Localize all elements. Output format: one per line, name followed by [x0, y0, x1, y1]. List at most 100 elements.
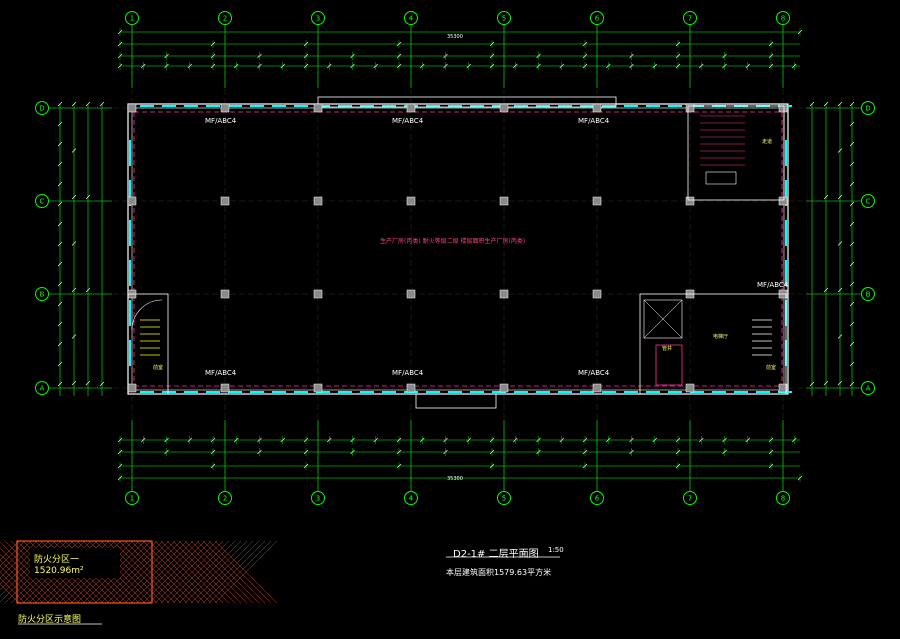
fire-zone-legend-box — [0, 540, 560, 625]
grid-bubble — [590, 491, 604, 505]
structural-column — [592, 383, 602, 393]
legend-hatch — [130, 540, 194, 604]
legend-hatch — [118, 540, 182, 604]
dimension-tick — [823, 194, 829, 200]
door-swing — [131, 299, 163, 331]
exterior-walls — [127, 96, 792, 409]
entrance-recess — [415, 393, 497, 409]
structural-column — [220, 103, 230, 113]
bottom-dimension-lines — [117, 436, 803, 482]
dimension-tick — [849, 361, 855, 367]
grid-bubble — [125, 11, 139, 25]
grid-bubble — [311, 491, 325, 505]
legend-hatch — [184, 540, 248, 604]
legend-hatch — [0, 553, 50, 604]
grid-bubble — [311, 11, 325, 25]
drawing-scale: 1:50 — [548, 546, 564, 554]
dimension-tick — [849, 321, 855, 327]
legend-label-bg — [30, 548, 120, 578]
extinguisher-code: MF/ABC4 — [205, 117, 237, 125]
structural-column — [127, 196, 137, 206]
dimension-tick — [57, 221, 63, 227]
room-label-shaft: 管井 — [662, 346, 673, 352]
shaft-room — [655, 344, 683, 386]
grid-bubble — [776, 491, 790, 505]
stair-core-left — [127, 293, 169, 395]
overall-dimension-bottom: 35300 — [447, 476, 463, 482]
structural-column — [406, 103, 416, 113]
legend-hatch — [178, 540, 242, 604]
dimension-tick — [99, 381, 105, 387]
legend-hatch — [160, 540, 224, 604]
structural-column — [499, 103, 509, 113]
grid-bubble-label: 1 — [130, 15, 134, 23]
dimension-tick — [57, 301, 63, 307]
dimension-tick — [823, 380, 829, 386]
grid-bubble — [218, 491, 232, 505]
extinguisher-code: MF/ABC4 — [578, 369, 610, 377]
overall-dimension-top: 35300 — [447, 34, 463, 40]
grid-bubble-label: 3 — [316, 495, 320, 503]
legend-hatch — [0, 571, 32, 604]
lift-door — [705, 171, 737, 185]
legend-hatch — [196, 540, 260, 604]
legend-hatch — [0, 565, 38, 604]
dimension-tick — [71, 241, 77, 246]
grid-bubble-label: 2 — [223, 15, 227, 23]
dimension-tick — [849, 101, 855, 107]
grid-bubble-label: 3 — [316, 15, 320, 23]
grid-bubble — [35, 287, 49, 301]
extinguisher-code: MF/ABC4 — [757, 281, 789, 289]
dimension-tick — [837, 148, 843, 153]
dimension-tick — [85, 380, 91, 386]
dimension-tick — [849, 161, 855, 167]
dimension-tick — [837, 334, 843, 339]
room-label-lobby: 前室 — [153, 365, 164, 371]
dimension-tick — [837, 380, 843, 386]
dimension-tick — [99, 101, 105, 107]
dimension-tick — [849, 121, 855, 127]
dimension-tick — [57, 341, 63, 347]
dimension-tick — [71, 101, 77, 107]
dimension-tick — [57, 101, 63, 107]
structural-column — [406, 383, 416, 393]
grid-bubble — [35, 381, 49, 395]
extinguisher-code: MF/ABC4 — [392, 369, 424, 377]
dimension-tick — [57, 141, 63, 147]
legend-hatch — [172, 540, 236, 604]
structural-column — [592, 196, 602, 206]
grid-bubble — [404, 491, 418, 505]
fire-zone-caption: 防火分区示意图 — [18, 615, 82, 625]
legend-hatch — [136, 540, 200, 604]
grid-bubble — [861, 194, 875, 208]
exterior-wall-outline — [127, 103, 789, 395]
dimension-tick — [823, 101, 829, 107]
grid-bubble-label: 8 — [781, 495, 785, 503]
structural-columns — [127, 103, 788, 393]
core-bottom-right — [639, 293, 787, 395]
structural-column — [685, 103, 695, 113]
dimension-tick — [57, 361, 63, 367]
dimension-tick — [71, 287, 77, 293]
grid-bubble-label: D — [39, 105, 44, 113]
legend-hatch — [0, 559, 44, 604]
elevator-shaft-cross — [643, 299, 683, 339]
grid-bubble — [218, 11, 232, 25]
structural-column — [220, 196, 230, 206]
dimension-tick — [849, 261, 855, 267]
dimension-tick — [849, 381, 855, 387]
grid-bubble — [125, 491, 139, 505]
structural-column — [313, 289, 323, 299]
structural-column — [499, 289, 509, 299]
grid-bubble-label: 5 — [502, 495, 506, 503]
grid-bubble-label: C — [866, 198, 871, 206]
stair-core-top-right — [687, 105, 785, 201]
grid-bubble-label: 4 — [409, 495, 414, 503]
grid-bubble-label: A — [866, 385, 871, 393]
dimension-tick — [57, 181, 63, 187]
structural-column — [220, 289, 230, 299]
legend-hatch — [0, 577, 26, 604]
extinguisher-code: MF/ABC4 — [578, 117, 610, 125]
grid-bubble — [35, 194, 49, 208]
